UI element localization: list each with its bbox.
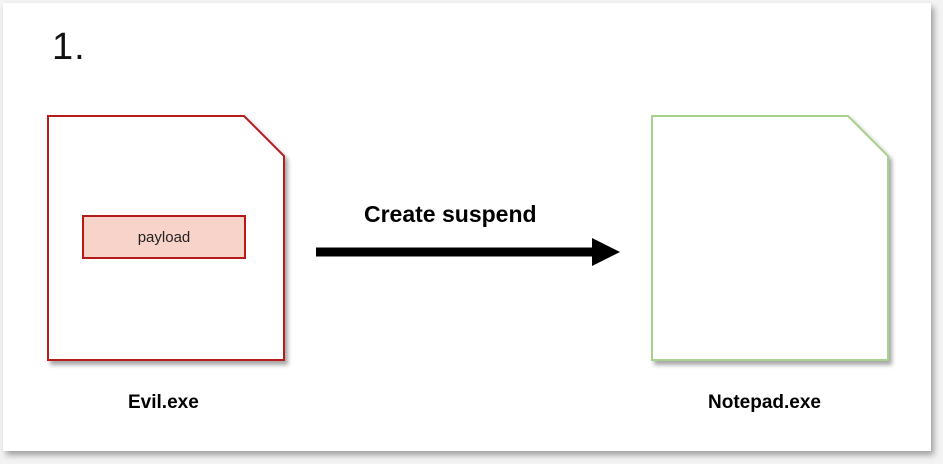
arrow-label: Create suspend: [364, 201, 537, 227]
payload-block: payload: [82, 215, 246, 259]
step-number: 1.: [52, 26, 86, 68]
arrow-head: [592, 238, 620, 266]
evil-file-label: Evil.exe: [128, 392, 199, 413]
notepad-file-label: Notepad.exe: [708, 392, 821, 413]
notepad-file-shape: [651, 115, 889, 361]
payload-label: payload: [137, 228, 191, 246]
